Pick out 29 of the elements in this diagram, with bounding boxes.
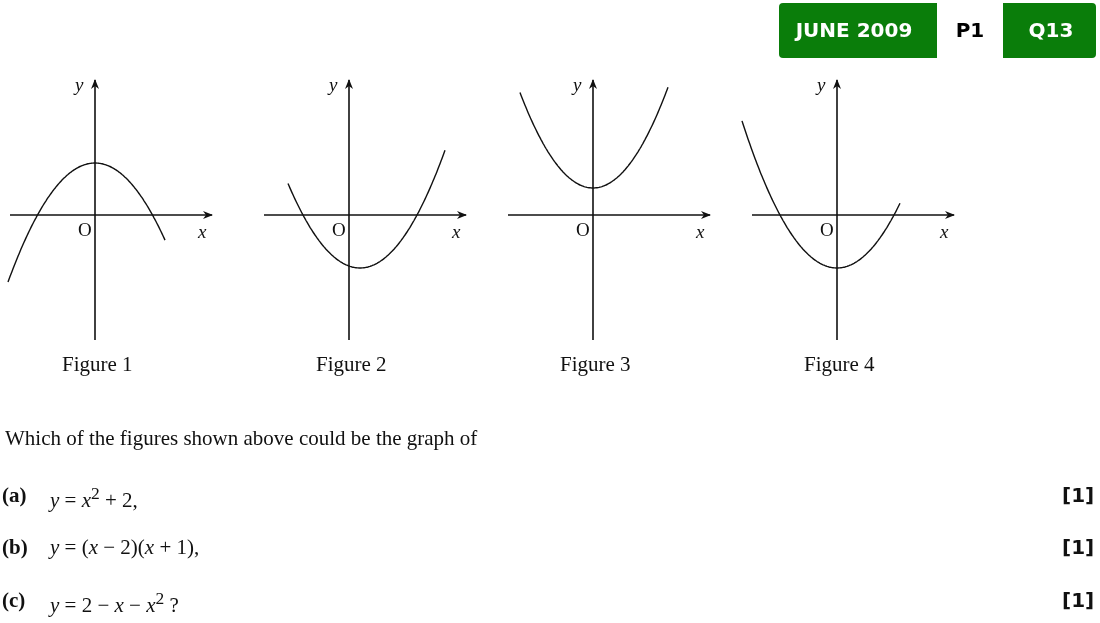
paper-number: P1 xyxy=(937,3,1003,58)
axis-label: x xyxy=(198,221,207,243)
equation: y = (x − 2)(x + 1), xyxy=(50,535,200,560)
axis-label: y xyxy=(75,74,84,96)
origin-label: O xyxy=(820,219,834,241)
exam-date: JUNE 2009 xyxy=(793,17,914,44)
equation: y = x$^{2}$ + 2, xyxy=(50,483,138,513)
question-text: Which of the figures shown above could be the graph of xyxy=(5,426,478,451)
axis-label: y xyxy=(329,74,338,96)
part-label: (a) xyxy=(2,483,27,508)
figure-caption: Figure 2 xyxy=(316,352,387,377)
axis-label: y xyxy=(573,74,582,96)
figure-caption: Figure 3 xyxy=(560,352,631,377)
part-label: (b) xyxy=(2,535,28,560)
question-number: Q13 xyxy=(1027,17,1075,44)
part-label: (c) xyxy=(2,588,26,613)
mark-allocation: [1] xyxy=(1062,535,1095,559)
equation: y = 2 − x − x$^{2}$ ? xyxy=(50,588,179,618)
mark-allocation: [1] xyxy=(1062,483,1095,507)
figure-caption: Figure 1 xyxy=(62,352,133,377)
axis-label: x xyxy=(452,221,461,243)
axis-label: y xyxy=(817,74,826,96)
origin-label: O xyxy=(576,219,590,241)
origin-label: O xyxy=(332,219,346,241)
origin-label: O xyxy=(78,219,92,241)
mark-allocation: [1] xyxy=(1062,588,1095,612)
axis-label: x xyxy=(696,221,705,243)
axis-label: x xyxy=(940,221,949,243)
figure-caption: Figure 4 xyxy=(804,352,875,377)
